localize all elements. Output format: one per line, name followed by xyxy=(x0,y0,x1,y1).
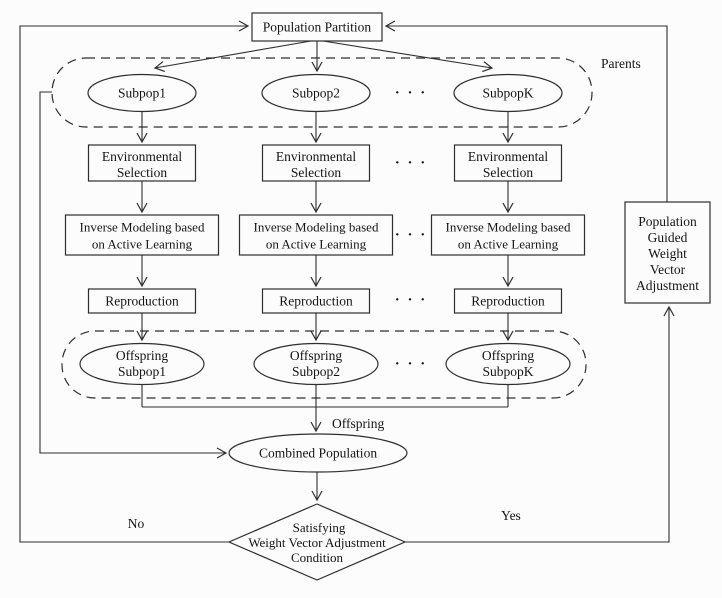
connectors xyxy=(19,20,675,543)
reproduction-box-3 xyxy=(453,288,563,314)
offspring-subpopK-ellipse xyxy=(445,342,571,386)
offspring-subpop1-line2: Subpop1 xyxy=(118,364,166,379)
offspring-subpopK-line2: SubpopK xyxy=(482,364,533,379)
reproduction-3-label: Reproduction xyxy=(471,294,545,309)
inverse-modeling-box-2 xyxy=(238,214,394,256)
combined-population-ellipse xyxy=(228,433,408,473)
env-selection-2-line2: Selection xyxy=(291,165,341,180)
decision-line3: Condition xyxy=(291,550,344,565)
arrow-partition-to-subpopK xyxy=(322,40,494,73)
weight-adjustment-line5: Adjustment xyxy=(636,278,699,293)
offspring-subpopK-line1: Offspring xyxy=(482,348,534,363)
env-selection-3-line2: Selection xyxy=(483,165,533,180)
combined-population-label: Combined Population xyxy=(259,446,377,461)
reproduction-box-1 xyxy=(87,288,197,314)
weight-adjustment-line4: Vector xyxy=(650,262,686,277)
env-selection-1-line2: Selection xyxy=(117,165,167,180)
subpopK-ellipse xyxy=(453,73,563,113)
weight-adjustment-line2: Guided xyxy=(648,230,688,245)
offspring-edge-label: Offspring xyxy=(332,416,384,431)
offspring-subpop2-line2: Subpop2 xyxy=(292,364,340,379)
env-selection-box-3 xyxy=(453,144,563,182)
env-selection-2-line1: Environmental xyxy=(276,149,356,164)
env-selection-box-2 xyxy=(261,144,371,182)
subpop2-ellipse xyxy=(261,73,371,113)
parents-label: Parents xyxy=(601,56,641,71)
parents-group-outline xyxy=(51,57,593,128)
arrow-adjustment-to-partition xyxy=(384,20,668,202)
reproduction-2-label: Reproduction xyxy=(279,294,353,309)
arrow-parents-to-combined xyxy=(39,91,228,459)
env-selection-box-1 xyxy=(87,144,197,182)
inverse-modeling-1-line1: Inverse Modeling based xyxy=(80,220,205,235)
ellipsis-inverse-row: · · · xyxy=(395,227,428,243)
subpop1-ellipse xyxy=(87,73,197,113)
inverse-modeling-box-1 xyxy=(64,214,220,256)
decision-line2: Weight Vector Adjustment xyxy=(248,535,386,550)
inverse-modeling-2-line2: on Active Learning xyxy=(266,237,367,252)
inverse-modeling-3-line1: Inverse Modeling based xyxy=(446,220,571,235)
reproduction-box-2 xyxy=(261,288,371,314)
no-label: No xyxy=(128,516,145,531)
yes-label: Yes xyxy=(501,508,521,523)
arrow-no-loop xyxy=(19,20,250,543)
inverse-modeling-box-3 xyxy=(430,214,586,256)
population-partition-label: Population Partition xyxy=(263,20,372,35)
ellipsis-envsel-row: · · · xyxy=(395,155,428,171)
ellipsis-offspring-row: · · · xyxy=(395,356,428,372)
weight-adjustment-line1: Population xyxy=(638,214,697,229)
weight-adjustment-line3: Weight xyxy=(648,246,687,261)
inverse-modeling-3-line2: on Active Learning xyxy=(458,237,559,252)
env-selection-1-line1: Environmental xyxy=(102,149,182,164)
offspring-group-outline xyxy=(61,330,587,399)
env-selection-3-line1: Environmental xyxy=(468,149,548,164)
reproduction-1-label: Reproduction xyxy=(105,294,179,309)
offspring-subpop1-line1: Offspring xyxy=(116,348,168,363)
ellipsis-reproduction-row: · · · xyxy=(395,292,428,308)
inverse-modeling-2-line1: Inverse Modeling based xyxy=(254,220,379,235)
subpopK-label: SubpopK xyxy=(482,86,533,101)
decision-diamond xyxy=(227,503,407,581)
arrow-yes-branch xyxy=(405,305,675,543)
ellipsis-subpop-row: · · · xyxy=(395,85,428,101)
offspring-subpop1-ellipse xyxy=(79,342,205,386)
decision-line1: Satisfying xyxy=(293,520,346,535)
arrow-partition-to-subpop1 xyxy=(153,40,312,72)
weight-adjustment-box xyxy=(624,201,711,304)
offspring-subpop2-line1: Offspring xyxy=(290,348,342,363)
population-partition-box xyxy=(251,12,383,42)
inverse-modeling-1-line2: on Active Learning xyxy=(92,237,193,252)
subpop2-label: Subpop2 xyxy=(292,86,340,101)
offspring-subpop2-ellipse xyxy=(253,342,379,386)
subpop1-label: Subpop1 xyxy=(118,86,166,101)
